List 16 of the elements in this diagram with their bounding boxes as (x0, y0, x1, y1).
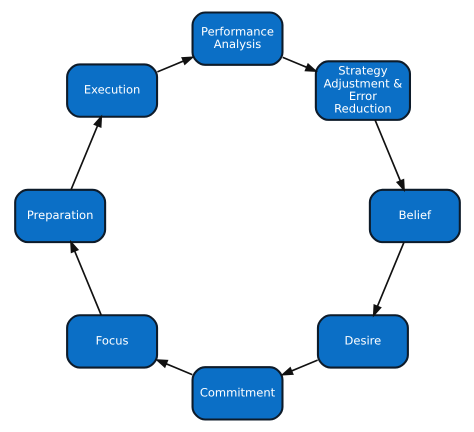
node-box: Preparation (14, 188, 106, 244)
node-box: Commitment (191, 366, 284, 421)
node-box: Focus (66, 314, 158, 369)
node-box: Execution (66, 63, 158, 118)
node-box: Belief (368, 188, 460, 244)
arrow (374, 120, 404, 192)
node-box: Desire (316, 314, 408, 369)
node-box: Strategy Adjustment & Error Reduction (314, 60, 410, 121)
arrow (70, 240, 102, 316)
arrow (70, 114, 102, 190)
arrow (280, 359, 318, 376)
node-box: Performance Analysis (191, 11, 284, 66)
arrow (154, 359, 192, 376)
arrow (282, 56, 318, 72)
arrow (156, 56, 194, 73)
arrow (372, 242, 404, 318)
